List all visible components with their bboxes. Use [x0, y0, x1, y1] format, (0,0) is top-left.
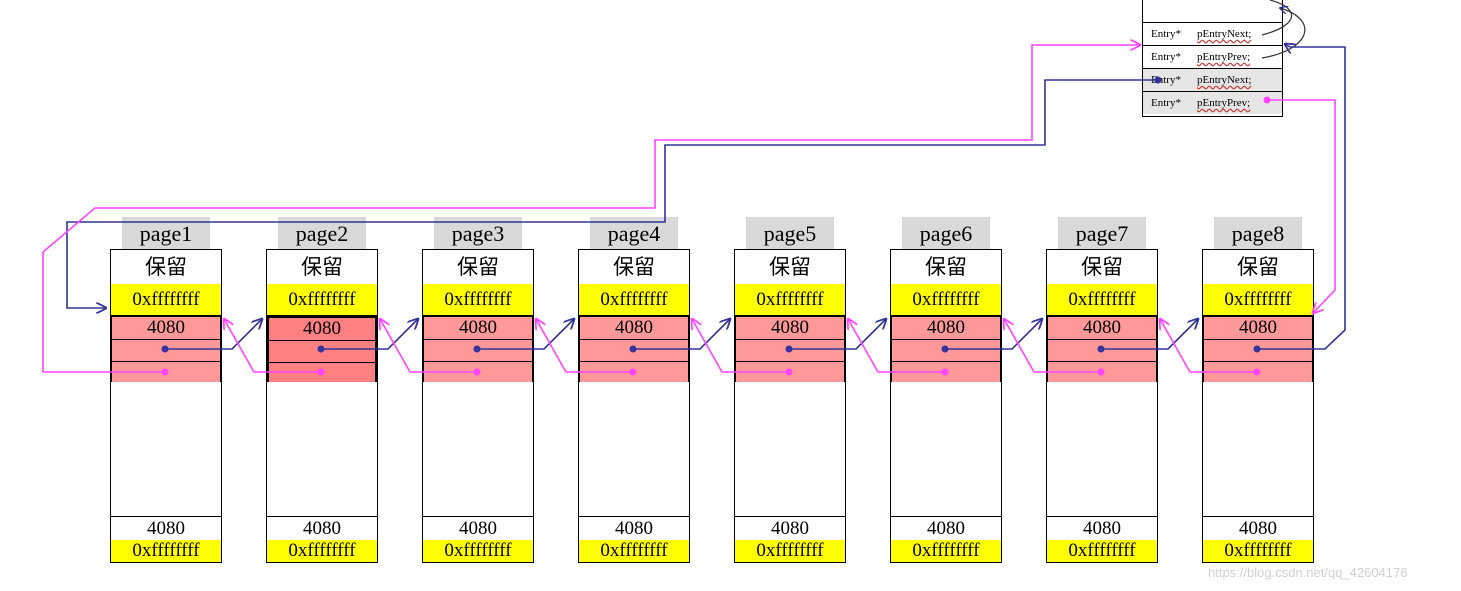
footer-size-cell: 4080: [890, 516, 1002, 541]
reserved-cell: 保留: [1202, 249, 1314, 285]
free-body: [266, 382, 378, 517]
footer-size-cell: 4080: [734, 516, 846, 541]
footer-size-cell: 4080: [1202, 516, 1314, 541]
entry-prev-field: [1204, 362, 1312, 384]
free-body: [1202, 382, 1314, 517]
struct-row-field: pEntryNext;: [1197, 28, 1252, 40]
header-tag-cell: 0xffffffff: [110, 284, 222, 316]
page-title: page2: [278, 217, 366, 249]
free-entry: 4080: [734, 315, 846, 386]
free-body: [422, 382, 534, 517]
struct-row-field: pEntryNext;: [1197, 74, 1252, 86]
free-entry: 4080: [422, 315, 534, 386]
free-body: [1046, 382, 1158, 517]
header-tag-cell: 0xffffffff: [734, 284, 846, 316]
footer-tag-cell: 0xffffffff: [578, 540, 690, 563]
entry-next-field: [424, 340, 532, 362]
header-tag-cell: 0xffffffff: [422, 284, 534, 316]
footer-size-cell: 4080: [266, 516, 378, 541]
free-entry: 4080: [1202, 315, 1314, 386]
entry-prev-field: [424, 362, 532, 384]
free-entry: 4080: [110, 315, 222, 386]
struct-row-next-1: Entry* pEntryNext;: [1143, 22, 1282, 45]
footer-size-cell: 4080: [578, 516, 690, 541]
entry-next-field: [580, 340, 688, 362]
struct-row-prev-1: Entry* pEntryPrev;: [1143, 45, 1282, 68]
entry-size-cell: 4080: [892, 317, 1000, 340]
entry-size-cell: 4080: [736, 317, 844, 340]
free-body: [110, 382, 222, 517]
entry-size-cell: 4080: [1204, 317, 1312, 340]
struct-row-type: Entry*: [1151, 97, 1181, 109]
header-tag-cell: 0xffffffff: [1046, 284, 1158, 316]
free-body: [578, 382, 690, 517]
free-entry: 4080: [890, 315, 1002, 386]
entry-next-field: [736, 340, 844, 362]
entry-size-cell: 4080: [1048, 317, 1156, 340]
reserved-cell: 保留: [890, 249, 1002, 285]
free-entry: 4080: [1046, 315, 1158, 386]
free-entry: 4080: [266, 315, 378, 388]
footer-tag-cell: 0xffffffff: [110, 540, 222, 563]
free-body: [734, 382, 846, 517]
entry-next-field: [892, 340, 1000, 362]
page-title: page6: [902, 217, 990, 249]
footer-tag-cell: 0xffffffff: [734, 540, 846, 563]
footer-size-cell: 4080: [110, 516, 222, 541]
header-tag-cell: 0xffffffff: [578, 284, 690, 316]
struct-row-type: Entry*: [1151, 28, 1181, 40]
entry-prev-field: [580, 362, 688, 384]
footer-size-cell: 4080: [1046, 516, 1158, 541]
footer-tag-cell: 0xffffffff: [1046, 540, 1158, 563]
entry-size-cell: 4080: [112, 317, 220, 340]
struct-row-prev-2: Entry* pEntryPrev;: [1143, 91, 1282, 114]
footer-size-cell: 4080: [422, 516, 534, 541]
footer-tag-cell: 0xffffffff: [890, 540, 1002, 563]
entry-prev-field: [1048, 362, 1156, 384]
entry-next-field: [112, 340, 220, 362]
free-body: [890, 382, 1002, 517]
footer-tag-cell: 0xffffffff: [422, 540, 534, 563]
page-title: page3: [434, 217, 522, 249]
struct-row-field: pEntryPrev;: [1197, 51, 1251, 63]
struct-row-field: pEntryPrev;: [1197, 97, 1251, 109]
entry-size-cell: 4080: [269, 318, 375, 341]
header-tag-cell: 0xffffffff: [1202, 284, 1314, 316]
reserved-cell: 保留: [578, 249, 690, 285]
watermark: https://blog.csdn.net/qq_42604176: [1208, 565, 1408, 580]
page-title: page5: [746, 217, 834, 249]
entry-size-cell: 4080: [424, 317, 532, 340]
entry-prev-field: [892, 362, 1000, 384]
struct-row-type: Entry*: [1151, 74, 1181, 86]
entry-prev-field: [736, 362, 844, 384]
reserved-cell: 保留: [1046, 249, 1158, 285]
reserved-cell: 保留: [266, 249, 378, 285]
header-tag-cell: 0xffffffff: [890, 284, 1002, 316]
header-tag-cell: 0xffffffff: [266, 284, 378, 316]
entry-next-field: [269, 341, 375, 363]
page-title: page1: [122, 217, 210, 249]
page-title: page7: [1058, 217, 1146, 249]
entry-size-cell: 4080: [580, 317, 688, 340]
entry-next-field: [1204, 340, 1312, 362]
reserved-cell: 保留: [422, 249, 534, 285]
free-entry: 4080: [578, 315, 690, 386]
page-title: page8: [1214, 217, 1302, 249]
list-head-struct: Entry* pEntryNext; Entry* pEntryPrev; En…: [1142, 0, 1283, 117]
footer-tag-cell: 0xffffffff: [266, 540, 378, 563]
page-title: page4: [590, 217, 678, 249]
reserved-cell: 保留: [734, 249, 846, 285]
reserved-cell: 保留: [110, 249, 222, 285]
entry-prev-field: [112, 362, 220, 384]
footer-tag-cell: 0xffffffff: [1202, 540, 1314, 563]
struct-row-next-2: Entry* pEntryNext;: [1143, 68, 1282, 91]
struct-row-type: Entry*: [1151, 51, 1181, 63]
entry-next-field: [1048, 340, 1156, 362]
